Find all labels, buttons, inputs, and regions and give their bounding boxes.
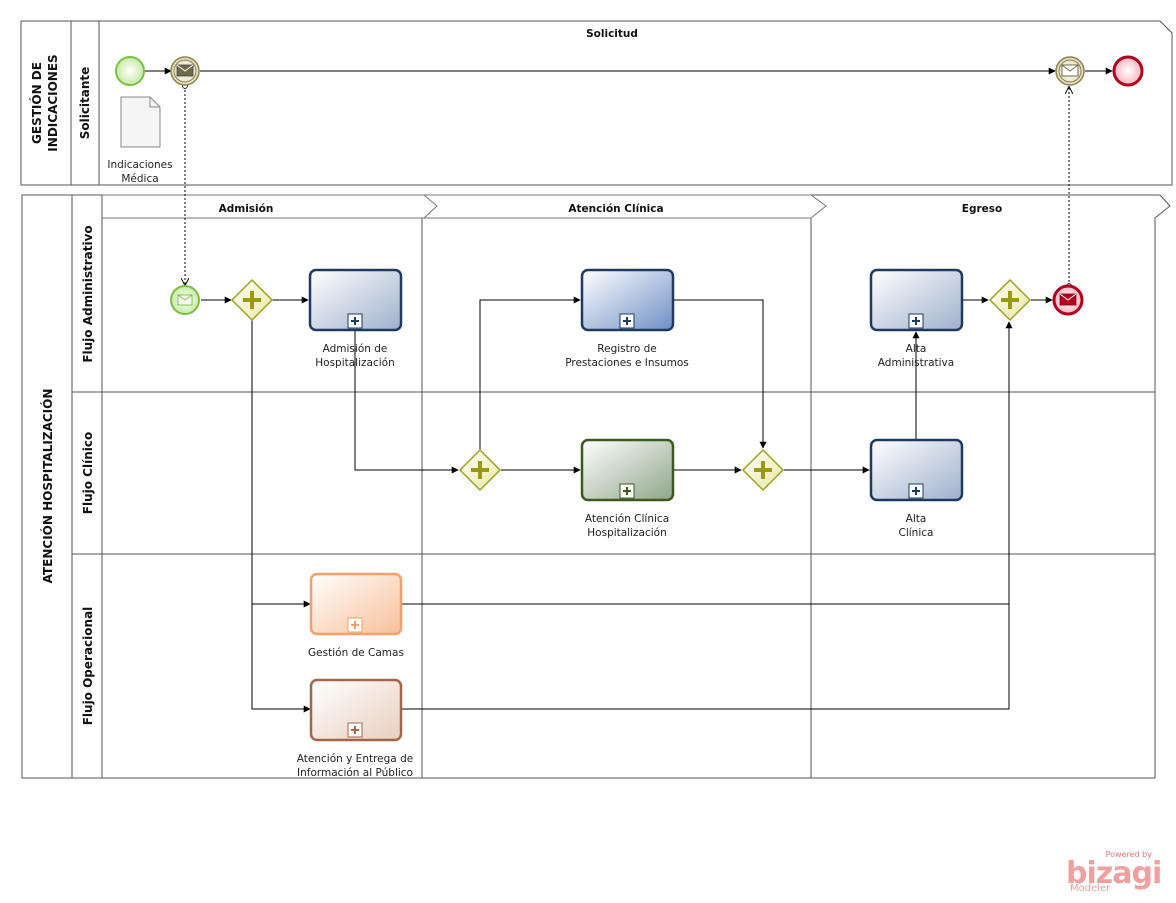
task-label-1: Alta [906,513,927,525]
parallel-gateway-1[interactable] [230,278,274,322]
task-atencion-clinica[interactable]: Atención Clínica Hospitalización [580,438,675,539]
parallel-gateway-2[interactable] [458,448,502,492]
task-label-1: Gestión de Camas [308,647,404,659]
intermediate-message-catch-event[interactable] [1055,56,1085,86]
logo-product: Modeler [1070,883,1111,894]
bizagi-logo: Powered by bizagi Modeler [1066,850,1162,896]
pool-gestion-indicaciones: GESTIÓN DE INDICACIONES Solicitante Soli… [20,20,1173,186]
task-alta-clinica[interactable]: Alta Clínica [869,438,964,539]
logo-powered: Powered by [1105,850,1152,859]
end-event[interactable] [1112,55,1144,87]
message-flows [185,86,1069,286]
task-label-2: Prestaciones e Insumos [565,357,689,369]
lane-solicitante: Solicitante [78,67,92,140]
phase-atencion-clinica: Atención Clínica [568,203,663,215]
task-alta-administrativa[interactable]: Alta Administrativa [869,268,964,369]
data-object-label-2: Médica [121,173,158,185]
task-label-2: Hospitalización [587,527,666,539]
start-event[interactable] [115,56,145,86]
data-object-indicaciones[interactable]: Indicaciones Médica [107,96,173,185]
parallel-gateway-3[interactable] [741,448,785,492]
task-label-1: Admisión de [323,343,388,355]
task-atencion-entrega-informacion[interactable]: Atención y Entrega de Información al Púb… [297,678,413,779]
pool-title-line1: GESTIÓN DE [29,62,44,144]
lane-flujo-operacional: Flujo Operacional [81,607,95,726]
task-label-1: Atención Clínica [585,513,669,525]
pool-title-line2: INDICACIONES [46,54,60,151]
task-label-2: Información al Público [297,767,413,779]
task-label-1: Registro de [597,343,656,355]
task-label-2: Hospitalización [315,357,394,369]
sequence-flows-atencion [201,296,1053,713]
task-registro-prestaciones[interactable]: Registro de Prestaciones e Insumos [565,268,689,369]
task-label-2: Clínica [899,527,934,539]
phase-admision: Admisión [219,203,274,215]
phase-solicitud: Solicitud [586,28,638,40]
task-admision-hospitalizacion[interactable]: Admisión de Hospitalización [308,268,403,369]
lane-flujo-administrativo: Flujo Administrativo [81,225,95,362]
data-object-label-1: Indicaciones [107,159,172,171]
message-start-event[interactable] [170,285,200,315]
task-gestion-camas[interactable]: Gestión de Camas [308,572,404,659]
phase-egreso: Egreso [962,203,1002,215]
lane-flujo-clinico: Flujo Clínico [81,432,95,514]
pool-title: ATENCIÓN HOSPITALIZACIÓN [40,389,55,584]
task-label-2: Administrativa [878,357,954,369]
logo-brand: bizagi [1066,856,1162,891]
message-end-event[interactable] [1052,284,1084,316]
task-label-1: Atención y Entrega de [297,753,413,765]
task-label-1: Alta [906,343,927,355]
intermediate-message-throw-event[interactable] [170,56,200,86]
parallel-gateway-4[interactable] [988,278,1032,322]
